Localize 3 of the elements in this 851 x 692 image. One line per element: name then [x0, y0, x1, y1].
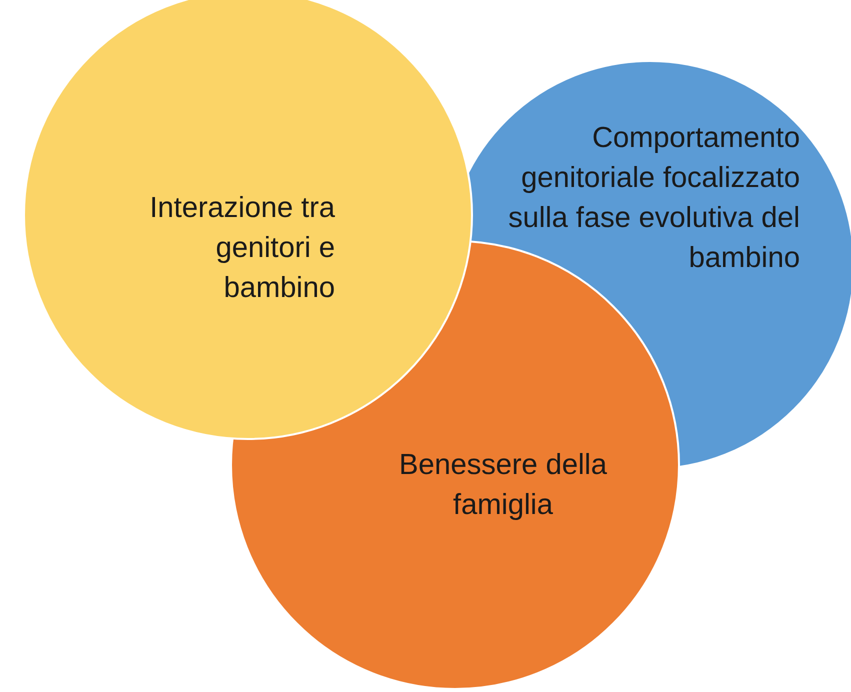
circle-label: Comportamento genitoriale focalizzato sulla fase evolutiva del bambino [507, 121, 800, 276]
circle-label: Benessere della famiglia [398, 448, 608, 523]
circle-label: Interazione tra genitori e bambino [148, 191, 335, 306]
